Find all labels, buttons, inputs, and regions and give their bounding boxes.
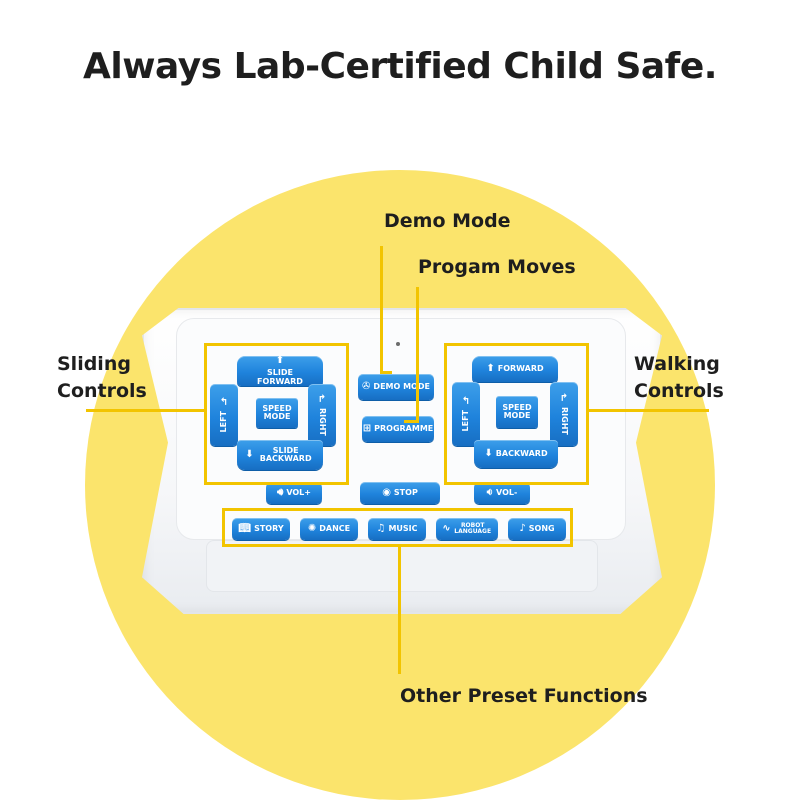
film-reel-icon: ✇ (362, 381, 371, 392)
demo-mode-label: DEMO MODE (373, 381, 430, 391)
remote-lower-panel (206, 540, 598, 592)
story-button[interactable]: 📖︎ STORY (232, 518, 290, 540)
stop-button[interactable]: ◉ STOP (360, 482, 440, 504)
robot-language-button[interactable]: ∿ ROBOT LANGUAGE (436, 518, 498, 540)
arrow-down-icon: ⬇ (484, 448, 493, 459)
song-label: SONG (528, 523, 555, 533)
preset-functions-frame (222, 508, 573, 547)
forward-button[interactable]: ⬆ FORWARD (472, 356, 558, 382)
stop-label: STOP (393, 487, 418, 497)
slide-forward-label: SLIDE FORWARD (257, 368, 303, 386)
sliding-leader-line (86, 409, 206, 412)
arrow-down-icon: ⬇ (245, 449, 254, 460)
other-preset-functions-callout: Other Preset Functions (400, 685, 648, 707)
program-moves-callout: Progam Moves (418, 256, 576, 278)
walk-right-button[interactable]: ↱ RIGHT (550, 382, 578, 446)
demo-leader-line-horizontal (380, 371, 392, 374)
slide-right-button[interactable]: ↱ RIGHT (308, 384, 336, 446)
slide-forward-button[interactable]: ⬆ SLIDE FORWARD (237, 356, 323, 386)
book-icon: 📖︎ (238, 523, 252, 534)
slide-backward-label: SLIDE BACKWARD (259, 445, 312, 463)
walking-controls-callout-line2: Controls (634, 380, 724, 402)
story-label: STORY (254, 523, 284, 533)
walking-leader-line (587, 409, 709, 412)
left-speed-mode-label: SPEED MODE (262, 403, 292, 421)
page-headline: Always Lab-Certified Child Safe. (83, 46, 717, 87)
music-label: MUSIC (388, 523, 418, 533)
slide-left-button[interactable]: ↰ LEFT (210, 384, 238, 446)
right-speed-mode-label: SPEED MODE (502, 402, 532, 420)
windows-icon: ⊞ (362, 423, 372, 434)
music-note-icon: ♫ (376, 523, 386, 534)
speaker-icon: 🔊︎ (277, 487, 284, 498)
dance-label: DANCE (319, 523, 351, 533)
programme-label: PROGRAMME (374, 423, 434, 433)
walk-left-button[interactable]: ↰ LEFT (452, 382, 480, 446)
volume-up-button[interactable]: 🔊︎ VOL+ (266, 482, 322, 504)
sliding-controls-callout-line1: Sliding (57, 353, 131, 375)
dancer-icon: ✺ (307, 523, 317, 534)
stop-icon: ◉ (382, 487, 391, 498)
program-leader-line-horizontal (404, 420, 419, 423)
walking-controls-frame (444, 343, 589, 485)
speaker-icon: 🔉︎ (486, 487, 494, 498)
demo-mode-callout: Demo Mode (384, 210, 511, 232)
other-leader-line (398, 546, 401, 674)
remote-indicator-hole (396, 342, 400, 346)
demo-leader-line-vertical (380, 246, 383, 374)
backward-button[interactable]: ⬇ BACKWARD (474, 440, 558, 468)
sliding-controls-callout-line2: Controls (57, 380, 147, 402)
walking-controls-callout-line1: Walking (634, 353, 720, 375)
turn-left-icon: ↰ (461, 395, 471, 407)
arrow-up-icon: ⬆ (275, 355, 285, 367)
music-button[interactable]: ♫ MUSIC (368, 518, 426, 540)
waveform-icon: ∿ (442, 523, 451, 534)
demo-mode-button[interactable]: ✇ DEMO MODE (358, 374, 434, 400)
program-leader-line-vertical (416, 287, 419, 423)
sliding-controls-frame (204, 343, 349, 485)
slide-right-label: RIGHT (318, 407, 328, 436)
volume-down-button[interactable]: 🔉︎ VOL- (474, 482, 530, 504)
backward-label: BACKWARD (495, 448, 548, 458)
slide-backward-button[interactable]: ⬇ SLIDE BACKWARD (237, 440, 323, 470)
forward-label: FORWARD (497, 363, 544, 373)
left-speed-mode-button[interactable]: SPEED MODE (256, 398, 298, 428)
turn-left-icon: ↰ (219, 396, 229, 408)
note-icon: ♪ (519, 523, 526, 534)
arrow-up-icon: ⬆ (486, 363, 495, 374)
right-speed-mode-button[interactable]: SPEED MODE (496, 396, 538, 428)
programme-button[interactable]: ⊞ PROGRAMME (362, 416, 434, 442)
turn-right-icon: ↱ (559, 392, 569, 404)
volume-down-label: VOL- (496, 487, 518, 497)
walk-right-label: RIGHT (560, 406, 570, 435)
turn-right-icon: ↱ (317, 393, 327, 405)
dance-button[interactable]: ✺ DANCE (300, 518, 358, 540)
robot-language-label: ROBOT LANGUAGE (454, 521, 492, 535)
volume-up-label: VOL+ (286, 487, 311, 497)
song-button[interactable]: ♪ SONG (508, 518, 566, 540)
